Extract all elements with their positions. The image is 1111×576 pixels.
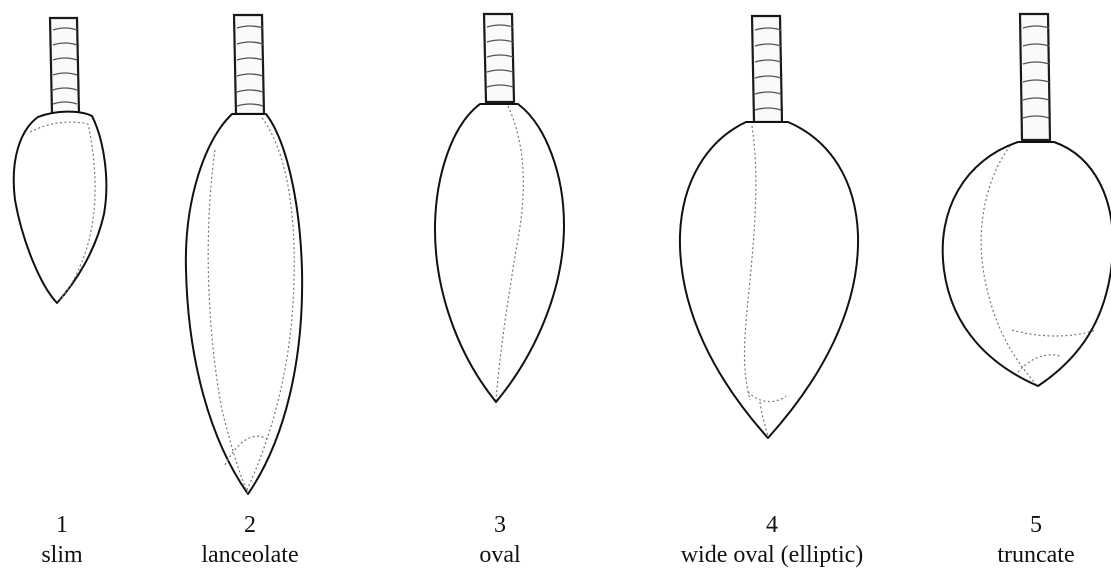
shape-2-lanceolate xyxy=(186,15,302,494)
fruit-body-1 xyxy=(14,112,107,303)
shape-number-3: 3 xyxy=(390,510,610,540)
shape-name-5: truncate xyxy=(926,540,1111,570)
stalk-3 xyxy=(484,14,514,102)
stalk-4 xyxy=(752,16,782,122)
shape-number-5: 5 xyxy=(926,510,1111,540)
stalk-1 xyxy=(50,18,79,114)
label-2: 2 lanceolate xyxy=(140,510,360,570)
label-4: 4 wide oval (elliptic) xyxy=(662,510,882,570)
shape-number-2: 2 xyxy=(140,510,360,540)
fruit-body-4 xyxy=(680,122,858,438)
shape-number-4: 4 xyxy=(662,510,882,540)
shape-3-oval xyxy=(435,14,564,402)
stalk-2 xyxy=(234,15,264,114)
shape-name-3: oval xyxy=(390,540,610,570)
shape-name-2: lanceolate xyxy=(140,540,360,570)
shape-1-slim xyxy=(14,18,107,303)
shape-4-wide-oval xyxy=(680,16,858,438)
fruit-body-3 xyxy=(435,104,564,402)
fruit-body-2 xyxy=(186,114,302,494)
label-3: 3 oval xyxy=(390,510,610,570)
stalk-5 xyxy=(1020,14,1050,140)
label-5: 5 truncate xyxy=(926,510,1111,570)
shape-5-truncate xyxy=(943,14,1111,386)
fruit-body-5 xyxy=(943,142,1111,386)
shape-name-4: wide oval (elliptic) xyxy=(662,540,882,570)
